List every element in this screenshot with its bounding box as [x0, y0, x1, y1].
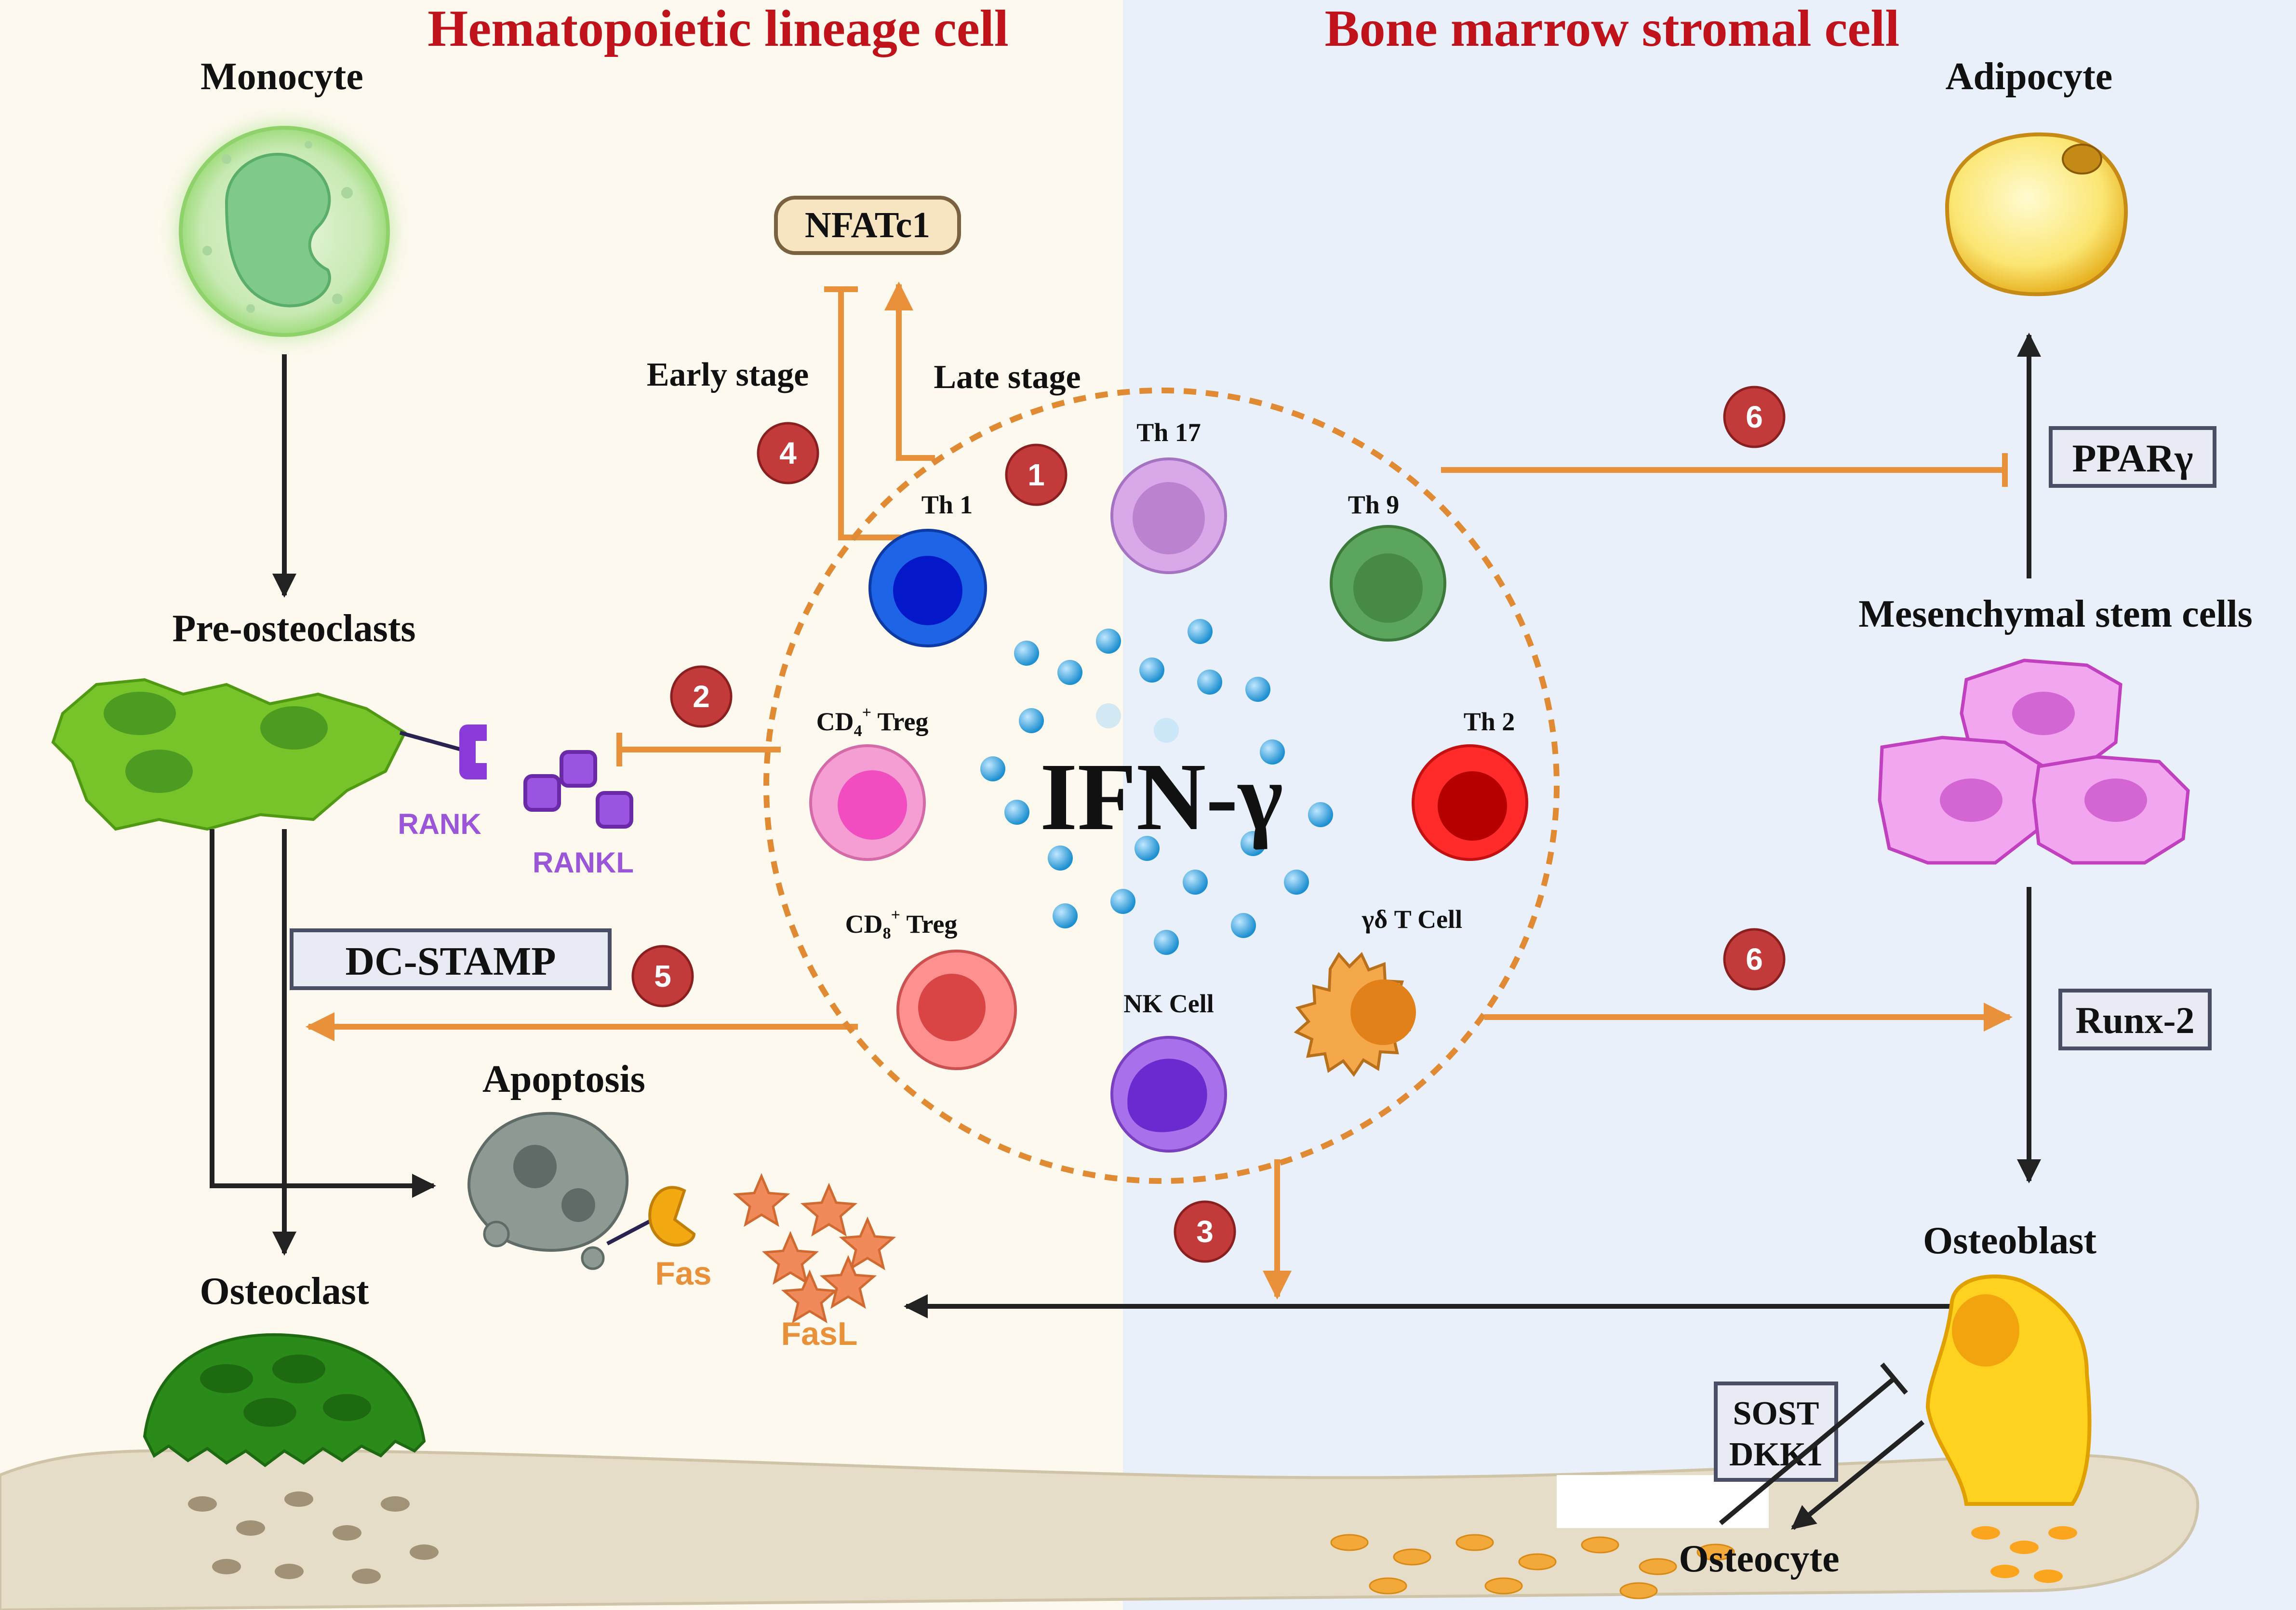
adipocyte-label: Adipocyte	[1946, 55, 2113, 98]
step-badge-4: 4	[757, 422, 819, 484]
th1-cell	[868, 529, 987, 647]
ppar-box	[2049, 426, 2216, 488]
svg-text:6: 6	[1746, 400, 1763, 434]
apoptotic-cell	[467, 1112, 629, 1270]
early-stage-label: Early stage	[647, 356, 809, 393]
inhibit-osteocyte-bar	[1880, 1362, 1908, 1395]
fas-stalk	[606, 1218, 654, 1246]
adipocyte-cell	[1945, 132, 2128, 296]
step-badge-5: 5	[631, 945, 694, 1007]
step-badge-6-bottom: 6	[1723, 928, 1786, 991]
fasl-stars	[733, 1173, 896, 1324]
cd8-treg-cell	[896, 950, 1017, 1070]
header-stromal: Bone marrow stromal cell	[1325, 0, 1900, 57]
osteocyte-network	[1330, 1534, 1735, 1599]
fas-receptor	[648, 1186, 696, 1247]
ifn-gamma-label: IFN-γ	[1040, 744, 1283, 850]
osteoclast-label: Osteoclast	[200, 1270, 369, 1313]
svg-text:5: 5	[654, 959, 671, 993]
th17-cell	[1110, 457, 1227, 574]
arrow-osteoblast-to-osteocyte	[1791, 1420, 1925, 1530]
svg-text:2: 2	[693, 679, 710, 714]
rankl-label: RANKL	[533, 846, 634, 879]
msc-cells	[1878, 658, 2190, 865]
th2-label: Th 2	[1464, 707, 1515, 736]
fasl-label: FasL	[781, 1315, 858, 1352]
inhibit-osteocyte-to-osteoblast	[1719, 1377, 1896, 1525]
osteoblast-label: Osteoblast	[1923, 1220, 2096, 1262]
rank-stalk	[399, 731, 471, 754]
runx2-label: Runx-2	[2075, 999, 2194, 1041]
th1-label: Th 1	[921, 490, 973, 519]
header-hematopoietic: Hematopoietic lineage cell	[427, 0, 1009, 57]
cd4-treg-cell	[809, 744, 926, 861]
arrow-preosteo-to-apoptosis	[210, 829, 436, 1198]
late-stage-label: Late stage	[934, 359, 1081, 396]
msc-label: Mesenchymal stem cells	[1858, 593, 2253, 635]
bone-gap	[1557, 1475, 1769, 1528]
nk-cell	[1110, 1036, 1227, 1153]
dkk1-label: DKK1	[1729, 1436, 1823, 1473]
gd-t-label: γδ T Cell	[1362, 905, 1462, 934]
step-badge-6-top: 6	[1723, 386, 1786, 448]
cd4-treg-label: CD4+ Treg	[816, 704, 929, 740]
sost-dkk1-box	[1714, 1382, 1838, 1482]
fas-label: Fas	[655, 1255, 711, 1292]
ifn-gamma-bubbles	[980, 619, 1333, 955]
inhibit-early-stage	[838, 289, 901, 540]
gd-t-cell	[1294, 952, 1416, 1077]
sost-label: SOST	[1733, 1395, 1819, 1432]
osteocyte-label: Osteocyte	[1679, 1538, 1839, 1580]
cd8-treg-label: CD8+ Treg	[845, 906, 958, 942]
svg-text:3: 3	[1196, 1214, 1214, 1249]
rank-receptor	[459, 724, 487, 779]
pre-osteoclasts-label: Pre-osteoclasts	[173, 607, 416, 650]
nk-label: NK Cell	[1123, 989, 1214, 1018]
th9-label: Th 9	[1348, 490, 1400, 519]
nfatc1-box	[774, 196, 961, 255]
osteoblast-cell	[1925, 1275, 2092, 1583]
th9-cell	[1330, 525, 1446, 642]
dc-stamp-box	[290, 928, 612, 990]
step-badge-1: 1	[1005, 443, 1068, 506]
arrow-late-stage	[884, 282, 935, 461]
resorbed-bone-cells	[188, 1491, 439, 1584]
svg-text:4: 4	[779, 436, 797, 470]
nfatc1-label: NFATc1	[805, 205, 930, 245]
runx2-box	[2058, 989, 2212, 1050]
monocyte-label: Monocyte	[200, 55, 363, 98]
ifn-gamma-zone	[763, 388, 1560, 1184]
th17-label: Th 17	[1136, 418, 1201, 447]
bone-surface	[0, 1449, 2200, 1610]
svg-text:6: 6	[1746, 942, 1763, 977]
step-badge-3: 3	[1174, 1200, 1236, 1263]
step-badge-2: 2	[670, 665, 733, 728]
ppar-label: PPARγ	[2072, 436, 2193, 480]
rankl-ligand	[523, 750, 633, 829]
osteoclast-cell	[143, 1333, 426, 1467]
apoptosis-label: Apoptosis	[482, 1058, 645, 1100]
monocyte-cell	[176, 123, 393, 340]
th2-cell	[1412, 744, 1528, 861]
rank-label: RANK	[398, 808, 481, 840]
dc-stamp-label: DC-STAMP	[345, 939, 556, 984]
pre-osteoclasts-cells	[51, 678, 407, 831]
svg-text:1: 1	[1028, 457, 1045, 492]
